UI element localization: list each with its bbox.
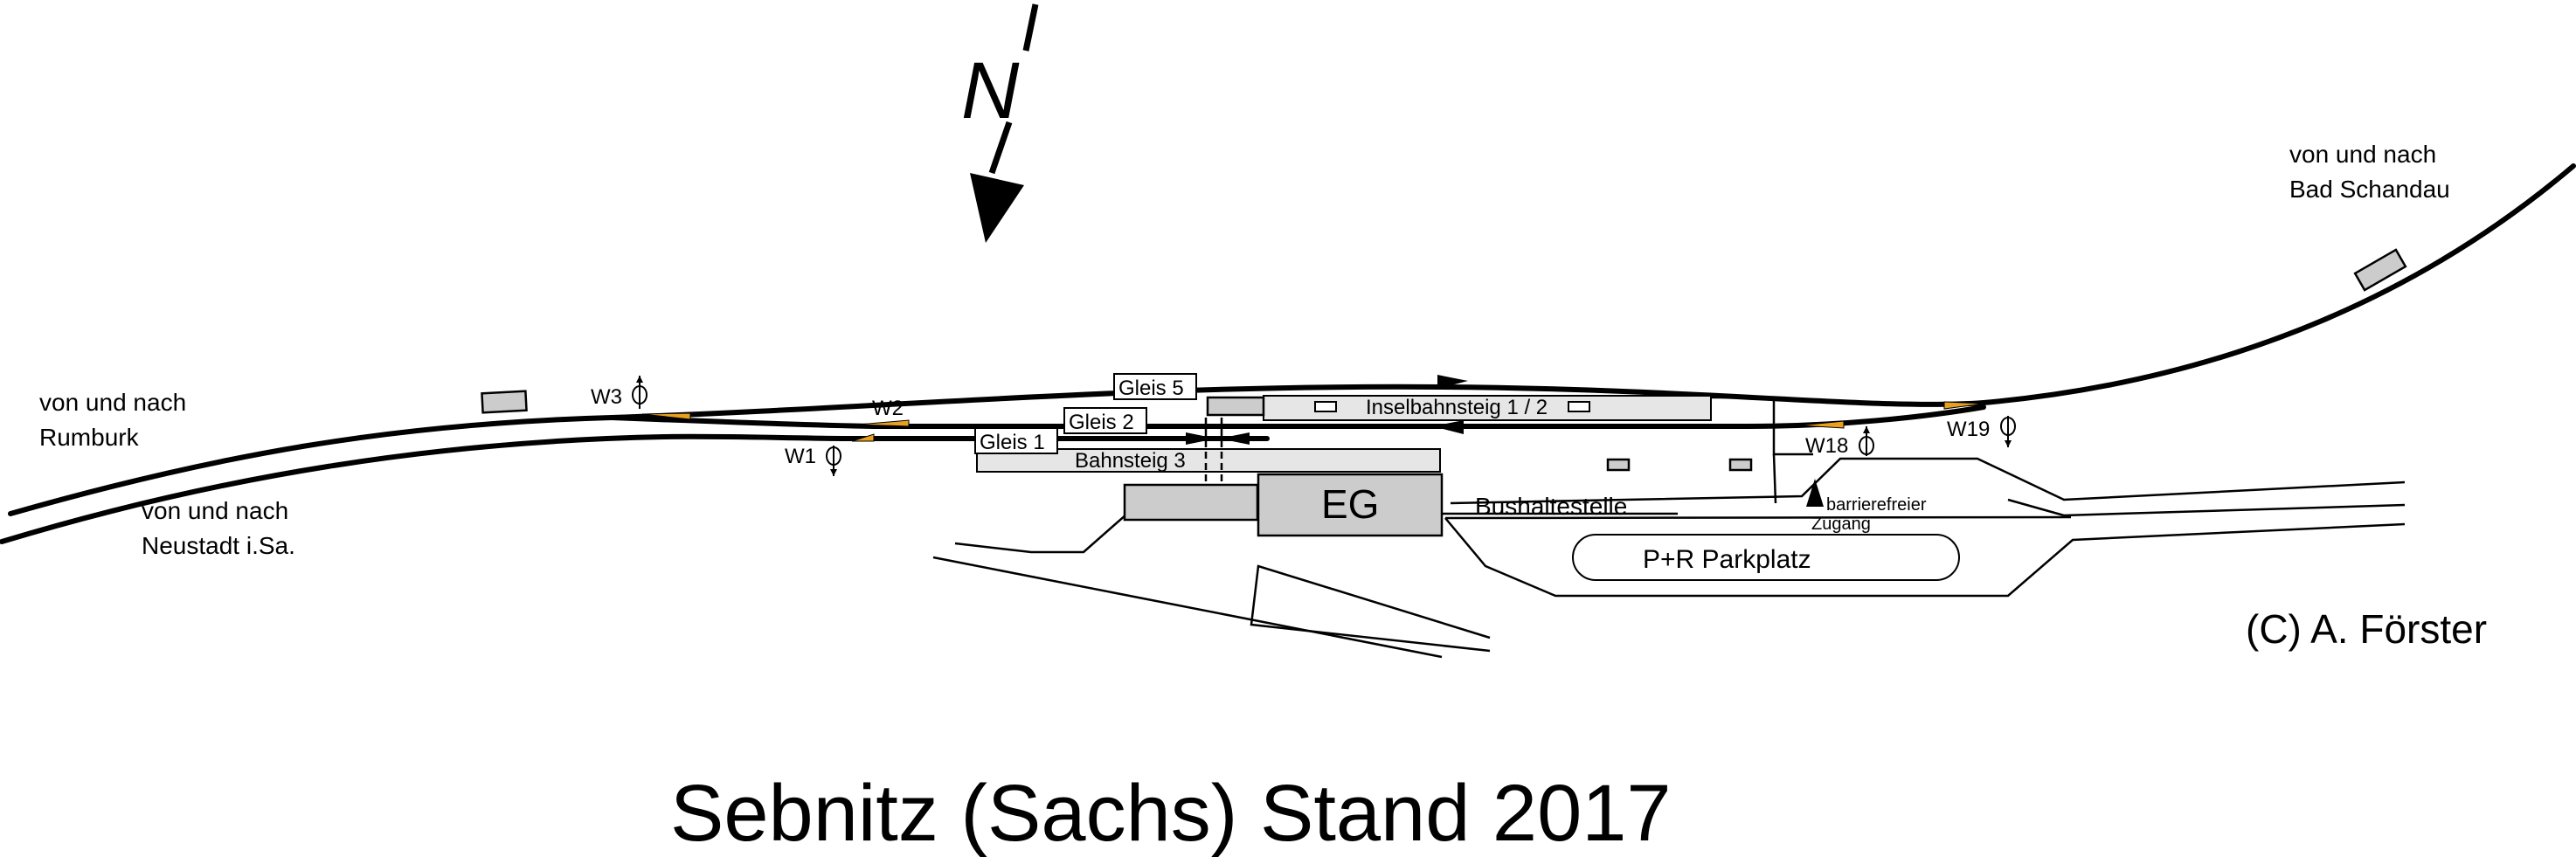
switch-w3-marker: [641, 412, 691, 420]
direction-arrows: [1186, 375, 1468, 445]
park-and-ride-label: P+R Parkplatz: [1643, 545, 1811, 574]
direction-labels: von und nach Rumburk von und nach Neusta…: [39, 141, 2450, 559]
switch-w2-marker: [857, 419, 910, 427]
switch-labels: W3 W2 W1 W18 W19: [591, 376, 2016, 476]
copyright: (C) A. Förster: [2246, 606, 2487, 652]
north-arrow: N: [961, 3, 1039, 243]
track-5-sign: [1113, 373, 1197, 400]
accessible-entrance-icon: [1806, 479, 1824, 507]
signal-w3-icon: [632, 376, 647, 409]
station-building-label: EG: [1321, 481, 1379, 527]
track-1-label: Gleis 1: [980, 431, 1045, 454]
track-5-label: Gleis 5: [1118, 377, 1184, 400]
direction-arrow: [1433, 420, 1464, 434]
platform-bench: [1314, 401, 1337, 412]
direction-schandau-line1: von und nach: [2289, 141, 2436, 168]
switch-w19-marker: [1943, 401, 1984, 410]
direction-rumburk-line1: von und nach: [39, 389, 186, 416]
accessible-entrance-label-1: barrierefreier: [1826, 495, 1927, 515]
signal-w19-icon: [2000, 416, 2016, 447]
roads: [932, 396, 2406, 659]
switch-markers: [641, 401, 1984, 442]
direction-schandau-line2: Bad Schandau: [2289, 176, 2450, 203]
small-building: [2353, 248, 2407, 292]
track-1-sign: [974, 427, 1058, 454]
switch-w2-label: W2: [872, 397, 904, 420]
accessible-entrance-label-2: Zugang: [1811, 515, 1871, 534]
track-2-sign: [1063, 407, 1147, 434]
direction-neustadt-line1: von und nach: [142, 497, 288, 524]
island-platform-label: Inselbahnsteig 1 / 2: [1366, 396, 1548, 419]
switch-w1-label: W1: [785, 445, 816, 468]
park-and-ride-lot: [1572, 534, 1960, 581]
direction-arrow: [1219, 432, 1250, 445]
track-gleis-2: [609, 404, 1986, 429]
bus-stop-label: Bushaltestelle: [1475, 493, 1627, 520]
small-building: [1606, 458, 1631, 472]
small-building: [481, 390, 528, 414]
tracks: [0, 163, 2576, 544]
platform-bench: [1568, 401, 1590, 412]
direction-rumburk-line2: Rumburk: [39, 424, 140, 451]
direction-arrow: [1186, 432, 1216, 445]
track-2-label: Gleis 2: [1069, 411, 1134, 434]
switch-w3-label: W3: [591, 385, 622, 409]
track-signs: Gleis 5 Gleis 2 Gleis 1: [974, 373, 1197, 454]
annex-building: [1123, 483, 1259, 522]
direction-arrow: [1437, 375, 1468, 389]
direction-neustadt-line2: Neustadt i.Sa.: [142, 532, 295, 559]
side-platform-label: Bahnsteig 3: [1075, 449, 1186, 473]
page-title: Sebnitz (Sachs) Stand 2017: [670, 769, 1672, 858]
facilities: Bushaltestelle P+R Parkplatz barrierefre…: [1475, 479, 1960, 581]
switch-w1-marker: [851, 433, 875, 442]
station-building: [1257, 473, 1444, 537]
signal-w1-icon: [826, 446, 841, 476]
small-building: [1728, 458, 1753, 472]
switch-w18-marker: [1799, 420, 1845, 429]
shelter: [1206, 396, 1265, 417]
north-label: N: [961, 46, 1020, 135]
switch-w18-label: W18: [1805, 434, 1848, 458]
switch-w19-label: W19: [1947, 418, 1990, 441]
track-neustadt: [0, 433, 846, 544]
signal-w18-icon: [1859, 426, 1874, 456]
track-rumburk-schandau: [8, 163, 2576, 516]
buildings: EG: [481, 248, 2407, 537]
